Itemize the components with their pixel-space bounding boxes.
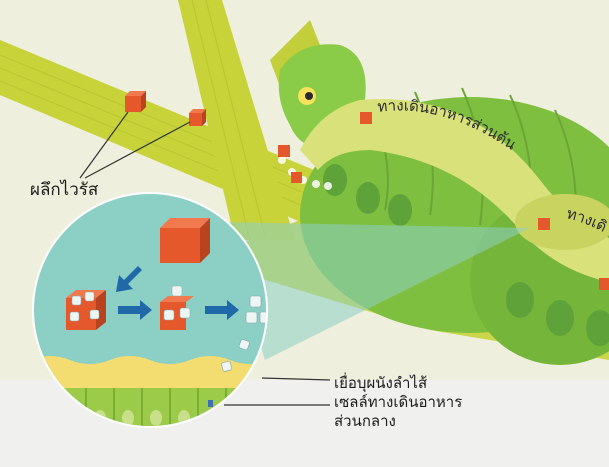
occlusion-body-icon: [278, 145, 290, 157]
occlusion-body-icon: [360, 112, 372, 124]
occlusion-bodies-label: ผลึกไวรัส: [30, 176, 98, 203]
midgut-cells-label-line1: เซลล์ทางเดินอาหาร: [334, 393, 484, 412]
occlusion-body-icon: [189, 109, 206, 126]
midgut-cells-label-line2: ส่วนกลาง: [334, 412, 484, 431]
occlusion-body-icon: [599, 278, 609, 290]
occlusion-body-icon: [291, 172, 302, 183]
dissolving-occlusion-body: [66, 290, 106, 330]
occlusion-body-icon: [125, 91, 146, 112]
membrane-label: เยื่อบุผนังลำไส้: [334, 371, 427, 395]
occlusion-body-icon: [160, 218, 210, 263]
midgut-cells-label: เซลล์ทางเดินอาหาร ส่วนกลาง: [334, 393, 484, 431]
occlusion-body-icon: [538, 218, 550, 230]
